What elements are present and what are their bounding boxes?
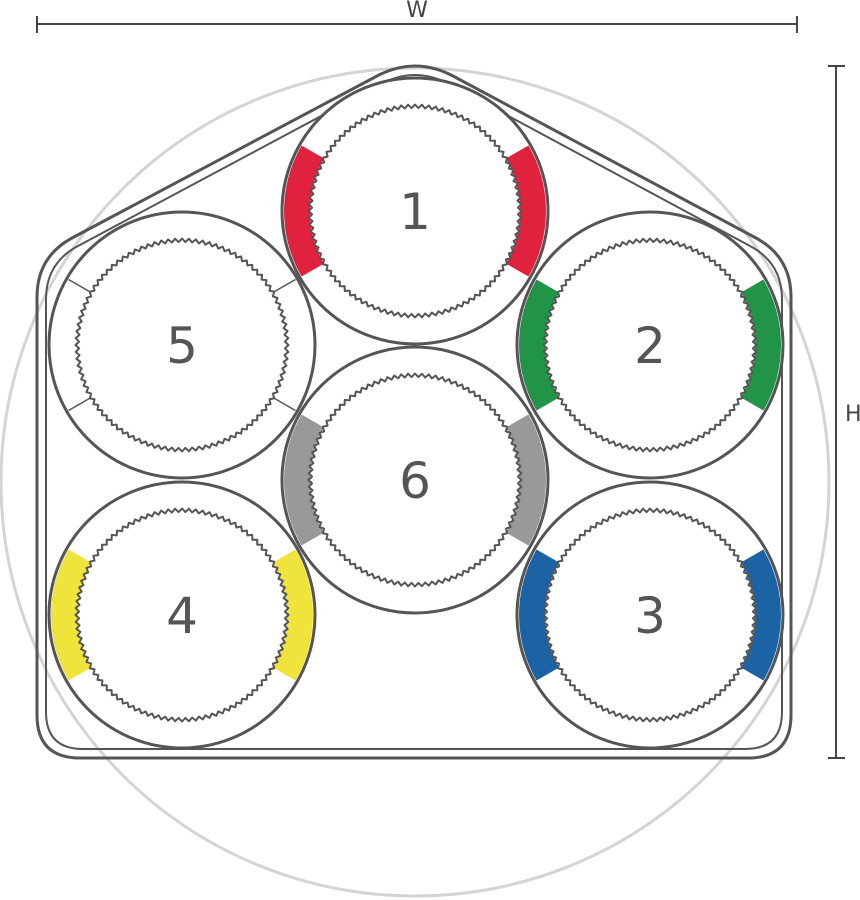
cable-5-band-divider-3: [68, 396, 92, 412]
cable-4: 4: [47, 480, 317, 750]
height-dimension: H: [828, 65, 860, 759]
outer-enclosure-circle: [0, 66, 831, 898]
cable-1-inner-conductor: [307, 103, 523, 319]
cable-6: 6: [280, 345, 550, 615]
cable-2-label: 2: [634, 317, 666, 375]
cable-6-label: 6: [399, 452, 431, 510]
cable-4-label: 4: [166, 587, 198, 645]
jacket-outer-outline: [35, 64, 793, 760]
cable-2: 2: [515, 210, 785, 480]
width-dimension: W: [36, 0, 798, 33]
cable-6-inner-conductor: [307, 372, 523, 588]
cables-layer: 1 2 3 4 5 6: [47, 76, 785, 750]
cable-5-inner-conductor: [74, 237, 290, 453]
cable-5-band-divider-2: [272, 396, 296, 412]
cable-5-band-divider-4: [68, 278, 92, 294]
cable-2-inner-conductor: [542, 237, 758, 453]
cable-3-inner-conductor: [542, 507, 758, 723]
width-dimension-label: W: [406, 0, 428, 23]
cable-4-inner-conductor: [74, 507, 290, 723]
cable-5: 5: [47, 210, 317, 480]
cable-3: 3: [515, 480, 785, 750]
height-dimension-label: H: [845, 402, 860, 427]
cable-5-band-divider-1: [272, 278, 296, 294]
cable-3-label: 3: [634, 587, 666, 645]
cable-5-label: 5: [166, 317, 198, 375]
cable-1: 1: [280, 76, 550, 346]
cable-1-label: 1: [399, 183, 431, 241]
